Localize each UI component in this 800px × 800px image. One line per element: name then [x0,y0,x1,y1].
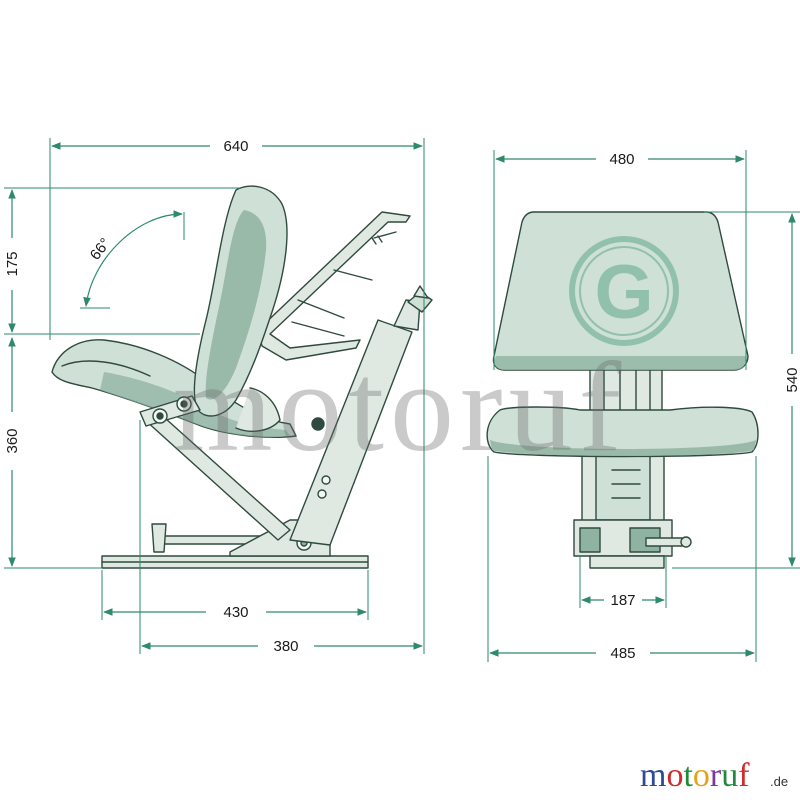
angle-indicator: 66° [80,210,185,309]
front-suspension [573,451,692,569]
dim-485-label: 485 [610,645,635,662]
dim-175-label: 175 [4,251,21,276]
logo-letter: r [710,757,722,794]
logo-letter: t [683,757,693,794]
backrest [193,185,288,432]
back-frame [257,211,411,361]
brand-logo: motoruf .de [640,757,788,794]
logo-letter: m [640,757,666,794]
dim-side-seat-height: 360 [4,337,102,569]
dim-front-column: 187 [579,556,667,609]
dim-side-width: 640 [49,138,425,654]
watermark-text: motoruf [173,336,627,478]
logo-letter: f [738,757,750,794]
dim-front-height: 540 [672,211,800,569]
logo-letter: u [721,757,738,794]
dim-187-label: 187 [610,592,635,609]
front-seat-cushion [486,406,759,458]
logo-wordmark: motoruf [640,757,750,794]
dim-side-back-height: 175 [4,187,240,335]
dim-640-label: 640 [223,138,248,155]
main-column [289,285,433,546]
dim-540-label: 540 [784,367,800,392]
adjust-lever [151,523,263,553]
watermark-badge-icon: G [569,236,679,346]
logo-letter: o [693,757,710,794]
dim-side-base: 380 [139,420,423,655]
angle-label: 66° [87,235,114,263]
seat-pivot [139,395,201,427]
watermark: motoruf G [173,236,679,478]
base-rail [101,555,369,569]
dim-front-total-width: 485 [487,456,757,662]
dim-front-back-width: 480 [493,150,747,370]
dim-430-label: 430 [223,604,248,621]
logo-letter: o [666,757,683,794]
dim-380-label: 380 [273,638,298,655]
front-view: 480 540 187 485 [486,150,800,662]
front-backrest [492,211,749,371]
watermark-badge-letter: G [594,250,653,335]
dim-480-label: 480 [609,151,634,168]
logo-suffix: .de [770,774,788,789]
dim-side-rail: 430 [101,570,369,621]
dim-360-label: 360 [4,428,21,453]
side-view: 66° 640 175 360 [4,138,433,655]
